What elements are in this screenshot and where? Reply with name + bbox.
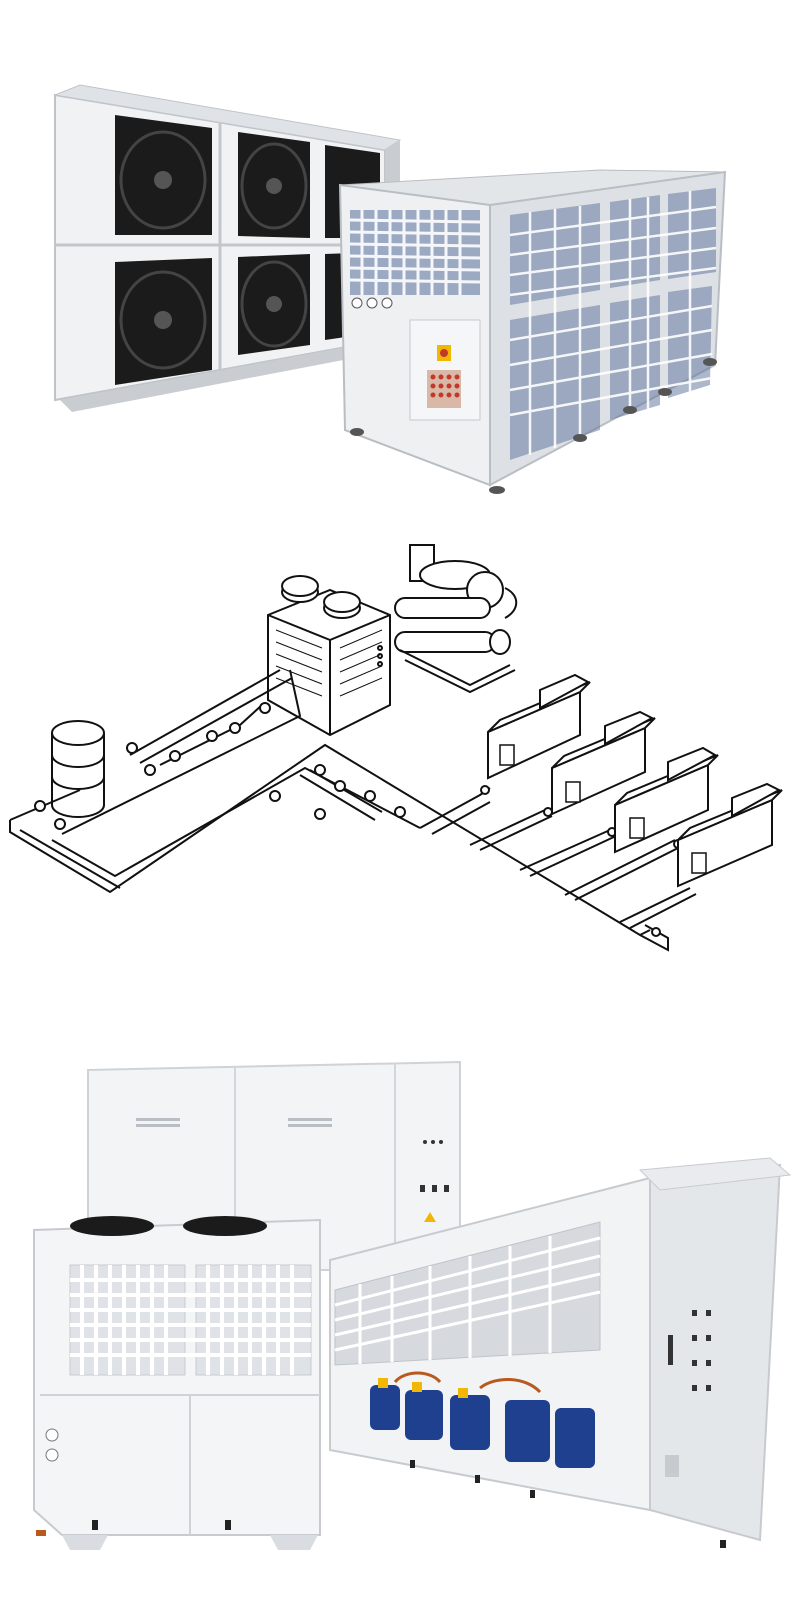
right-chiller-coil-grille xyxy=(334,1221,601,1366)
side-panel-controls xyxy=(668,1310,711,1391)
pipe-connection xyxy=(36,1530,46,1536)
air-handler-unit-1 xyxy=(487,673,591,780)
left-chiller-grille xyxy=(69,1264,312,1376)
packaged-chillers-illustration xyxy=(33,1060,792,1550)
buffer-tank-drawing xyxy=(51,720,105,818)
pipe-valves xyxy=(34,702,683,937)
louver-vent xyxy=(665,1455,679,1477)
condenser-fan-bottom-left xyxy=(115,258,212,385)
leveling-foot xyxy=(573,434,587,442)
condenser-chiller-illustration xyxy=(53,84,727,494)
top-fan-right xyxy=(183,1216,267,1236)
control-panel-door xyxy=(409,319,481,421)
leveling-foot xyxy=(623,406,637,414)
leveling-foot xyxy=(489,486,505,494)
gauge-icon xyxy=(45,1448,59,1462)
pressure-gauge-3 xyxy=(381,297,393,309)
condenser-fan-bottom-mid xyxy=(238,254,310,355)
door-handle-icon xyxy=(668,1335,673,1365)
screw-compressor-chiller-drawing xyxy=(394,544,518,694)
air-handler-unit-2 xyxy=(551,710,656,816)
photo-packaged-chillers xyxy=(0,990,800,1613)
pressure-gauge-1 xyxy=(351,297,363,309)
leveling-foot xyxy=(658,388,672,396)
warning-triangle-icon xyxy=(424,1212,436,1222)
left-packaged-chiller xyxy=(33,1216,321,1550)
control-switches xyxy=(420,1140,449,1192)
leveling-foot xyxy=(703,358,717,366)
gauge-icon xyxy=(45,1428,59,1442)
condenser-fan-top-left xyxy=(115,115,212,235)
mesh-caged-chiller xyxy=(338,169,727,494)
blue-compressors xyxy=(370,1371,595,1468)
main-switch-icon xyxy=(440,349,448,357)
piping-diagram xyxy=(0,520,800,990)
air-handler-unit-3 xyxy=(614,746,719,854)
chiller-piping-drawing xyxy=(9,544,783,952)
supply-return-pipes xyxy=(9,669,697,952)
photo-condenser-chiller xyxy=(0,0,800,520)
side-mesh-grille xyxy=(509,188,717,460)
pressure-gauge-2 xyxy=(366,297,378,309)
leveling-foot xyxy=(350,428,364,436)
air-handler-unit-4 xyxy=(677,782,783,888)
front-mesh-grille xyxy=(349,210,481,295)
air-cooled-chiller-unit-drawing xyxy=(267,575,391,737)
top-fan-left xyxy=(70,1216,154,1236)
right-screw-chiller xyxy=(329,1157,792,1548)
condenser-fan-top-mid xyxy=(238,132,310,238)
